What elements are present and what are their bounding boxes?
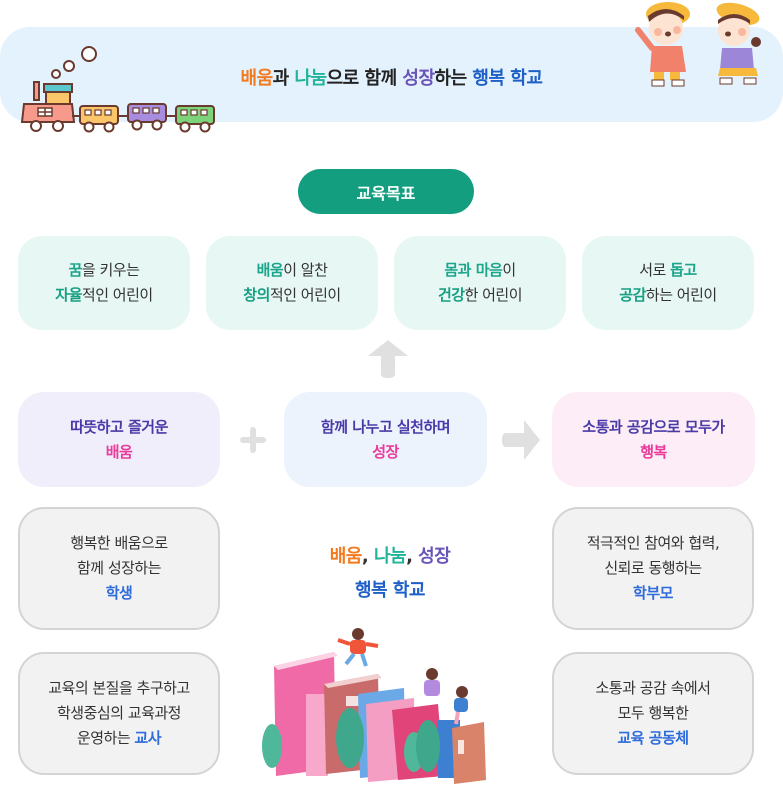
- goal-text: 이: [502, 261, 516, 279]
- slogan-word: 나눔: [373, 546, 407, 567]
- value-card-happiness: 소통과 공감으로 모두가 행복: [552, 392, 755, 487]
- member-card-community: 소통과 공감 속에서 모두 행복한 교육 공동체: [552, 652, 754, 775]
- member-card-student: 행복한 배움으로 함께 성장하는 학생: [18, 507, 220, 630]
- banner-title: 배움과 나눔으로 함께 성장하는 행복 학교: [0, 64, 783, 90]
- goal-highlight: 배움: [256, 261, 284, 279]
- title-part: 행복 학교: [472, 68, 543, 89]
- goal-highlight: 창의: [243, 286, 270, 304]
- member-text: 함께 성장하는: [76, 559, 162, 577]
- value-keyword: 배움: [105, 442, 133, 461]
- goal-line-2: 공감하는 어린이: [619, 283, 717, 308]
- arrow-up-icon: [368, 340, 408, 378]
- value-text: 소통과 공감으로 모두가: [582, 417, 725, 436]
- goal-line-2: 자율적인 어린이: [55, 283, 153, 308]
- goal-line-1: 몸과 마음이: [444, 258, 516, 283]
- title-part: 으로 함께: [326, 68, 403, 89]
- goal-line-1: 꿈을 키우는: [69, 258, 140, 283]
- member-card-parent: 적극적인 참여와 협력, 신뢰로 동행하는 학부모: [552, 507, 754, 630]
- goal-text: 하는 어린이: [645, 286, 717, 304]
- member-text: 교육의 본질을 추구하고: [48, 679, 190, 697]
- children-walking-illustration: [635, 2, 761, 87]
- member-text: 행복한 배움으로: [70, 534, 168, 552]
- goal-text: 한 어린이: [464, 286, 523, 304]
- slogan-word: 배움: [329, 546, 363, 567]
- goal-card-empathy: 서로 돕고 공감하는 어린이: [582, 236, 754, 330]
- goal-highlight: 돕고: [670, 261, 697, 279]
- title-part: 나눔: [294, 68, 328, 89]
- goal-card-creativity: 배움이 알찬 창의적인 어린이: [206, 236, 378, 330]
- goal-text: 적인 어린이: [81, 286, 153, 304]
- value-keyword: 행복: [640, 442, 667, 461]
- member-line-3: 운영하는 교사: [76, 726, 162, 751]
- value-text: 함께 나누고 실천하며: [320, 417, 451, 436]
- goal-line-1: 배움이 알찬: [257, 258, 328, 283]
- goal-text: 적인 어린이: [269, 286, 341, 304]
- value-card-growth: 함께 나누고 실천하며 성장: [284, 392, 487, 487]
- member-text: 소통과 공감 속에서: [595, 679, 711, 697]
- member-role: 학생: [105, 584, 133, 602]
- slogan-line-1: 배움, 나눔, 성장: [260, 540, 520, 574]
- value-card-learning: 따뜻하고 즐거운 배움: [18, 392, 220, 487]
- title-part: 과: [272, 68, 295, 89]
- books-and-children-illustration: [262, 628, 486, 784]
- title-part: 배움: [240, 68, 274, 89]
- member-text: 모두 행복한: [617, 704, 689, 722]
- goal-highlight: 몸과 마음: [444, 261, 503, 279]
- title-part: 하는: [434, 68, 473, 89]
- title-part: 성장: [402, 68, 435, 89]
- member-text: 운영하는: [76, 729, 135, 747]
- slogan-word: 성장: [418, 546, 451, 567]
- education-goals-label: 교육목표: [298, 169, 474, 214]
- goal-highlight: 건강: [437, 286, 465, 304]
- goal-text: 서로: [639, 261, 671, 279]
- goal-text: 이 알찬: [283, 261, 328, 279]
- member-text: 신뢰로 동행하는: [604, 559, 702, 577]
- goal-highlight: 꿈: [68, 261, 83, 279]
- member-role: 교사: [134, 729, 162, 747]
- slogan-separator: ,: [406, 546, 419, 567]
- goal-line-1: 서로 돕고: [639, 258, 697, 283]
- member-text: 학생중심의 교육과정: [57, 704, 181, 722]
- value-text: 따뜻하고 즐거운: [70, 417, 168, 436]
- goal-card-autonomy: 꿈을 키우는 자율적인 어린이: [18, 236, 190, 330]
- member-text: 적극적인 참여와 협력,: [586, 534, 720, 552]
- member-card-teacher: 교육의 본질을 추구하고 학생중심의 교육과정 운영하는 교사: [18, 652, 220, 775]
- slogan-separator: ,: [361, 546, 374, 567]
- plus-icon: [240, 427, 266, 453]
- value-keyword: 성장: [372, 442, 399, 461]
- train-illustration: [20, 46, 215, 133]
- arrow-right-icon: [502, 420, 540, 460]
- slogan-line-2: 행복 학교: [354, 580, 426, 601]
- goal-highlight: 자율: [55, 286, 82, 304]
- goal-text: 을 키우는: [81, 261, 140, 279]
- member-role: 학부모: [633, 584, 673, 602]
- goal-line-2: 건강한 어린이: [437, 283, 523, 308]
- center-slogan: 배움, 나눔, 성장 행복 학교: [260, 540, 520, 608]
- goal-card-health: 몸과 마음이 건강한 어린이: [394, 236, 566, 330]
- member-role: 교육 공동체: [617, 729, 689, 747]
- goal-highlight: 공감: [619, 286, 646, 304]
- goal-line-2: 창의적인 어린이: [243, 283, 341, 308]
